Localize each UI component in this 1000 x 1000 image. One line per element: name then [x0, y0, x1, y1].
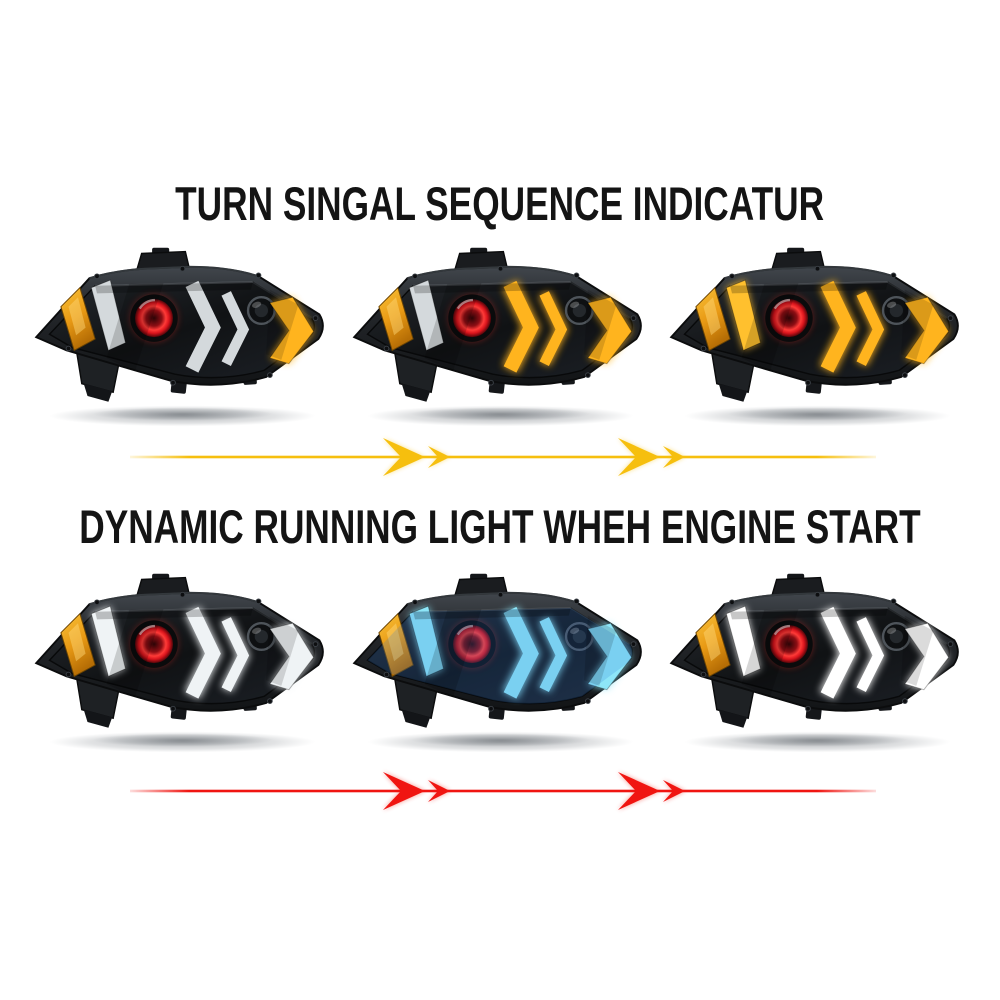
headlight-photo-turn-step-1 [30, 244, 335, 434]
sequence-arrow-icon [0, 760, 1000, 824]
sequence-arrow-icon [0, 426, 1000, 490]
headlight-photo-drl-blue [348, 570, 653, 760]
turn-signal-headlight-row [30, 244, 970, 434]
drl-section-title: DYNAMIC RUNNING LIGHT WHEH ENGINE START [0, 499, 1000, 554]
drl-headlight-row [30, 570, 970, 760]
headlight-photo-drl-white [30, 570, 335, 760]
headlight-photo-turn-step-3 [665, 244, 970, 434]
turn-signal-title-text: TURN SINGAL SEQUENCE INDICATUR [175, 177, 825, 230]
headlight-photo-drl-bright-white [665, 570, 970, 760]
headlight-photo-turn-step-2 [348, 244, 653, 434]
drl-title-text: DYNAMIC RUNNING LIGHT WHEH ENGINE START [79, 500, 921, 553]
turn-signal-section-title: TURN SINGAL SEQUENCE INDICATUR [0, 176, 1000, 231]
